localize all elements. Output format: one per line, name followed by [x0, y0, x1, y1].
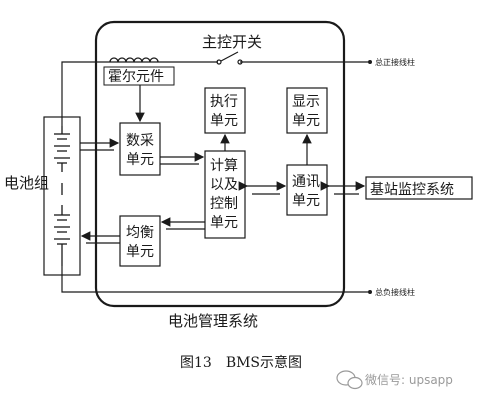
balancing-line-1: 均衡 [126, 225, 154, 241]
wechat-icon [336, 370, 363, 390]
compute-control-line-4: 单元 [210, 215, 238, 231]
balancing-line-2: 单元 [126, 244, 154, 260]
hall-coil-icon [109, 57, 159, 63]
compute-control-line-1: 计算 [210, 158, 238, 174]
data-acquisition-line-2: 单元 [126, 152, 154, 168]
connection-arrows [80, 85, 366, 244]
executive-unit-line-1: 执行 [210, 94, 238, 110]
positive-terminal-dot [368, 60, 372, 64]
watermark-text: 微信号: upsapp [365, 373, 453, 387]
bms-boundary [94, 20, 346, 308]
display-unit-line-2: 单元 [292, 113, 320, 129]
negative-bus [61, 266, 368, 293]
negative-terminal-label: 总负接线柱 [375, 287, 415, 297]
executive-unit-box [204, 87, 246, 134]
battery-cells [54, 126, 70, 266]
compute-control-line-3: 控制 [210, 196, 238, 212]
system-name-label: 电池管理系统 [168, 312, 258, 330]
communication-line-1: 通讯 [292, 174, 320, 190]
base-station-label: 基站监控系统 [370, 181, 454, 198]
figure-caption: 图13 BMS示意图 [180, 354, 302, 371]
main-switch-label: 主控开关 [202, 33, 262, 51]
communication-line-2: 单元 [292, 193, 320, 209]
hall-sensor-label: 霍尔元件 [108, 69, 164, 85]
display-unit-box [286, 87, 328, 134]
battery-pack-label: 电池组 [4, 174, 49, 192]
display-unit-line-1: 显示 [292, 94, 320, 110]
balancing-box [119, 215, 161, 267]
positive-bus [61, 61, 218, 126]
compute-control-line-2: 以及 [210, 177, 238, 193]
base-station-box [365, 176, 473, 200]
hall-sensor-box [103, 66, 175, 86]
data-acquisition-box [119, 122, 161, 176]
main-switch [216, 51, 243, 65]
data-acquisition-line-1: 数采 [126, 133, 154, 149]
executive-unit-line-2: 单元 [210, 113, 238, 129]
negative-terminal-dot [368, 290, 372, 294]
positive-terminal-label: 总正接线柱 [375, 57, 415, 67]
compute-control-box [204, 150, 246, 239]
